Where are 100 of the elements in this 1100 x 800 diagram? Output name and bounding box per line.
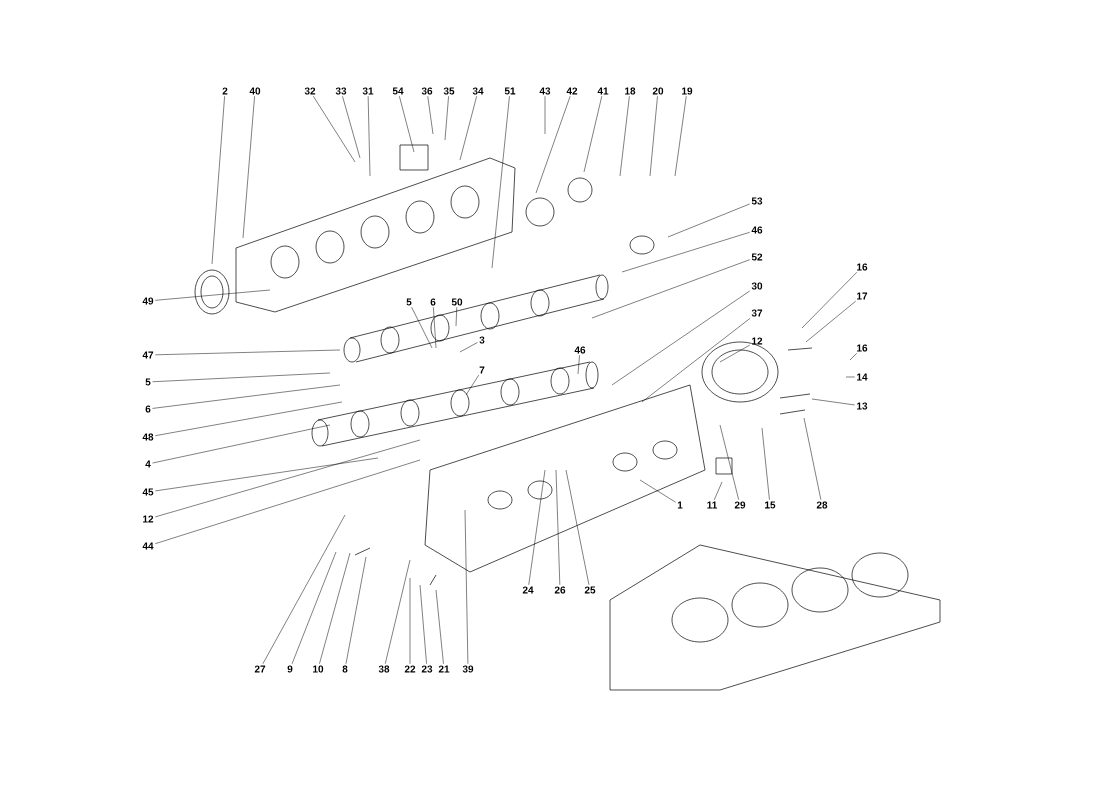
leader-line: [849, 353, 857, 361]
callout-number: 15: [765, 501, 776, 509]
callout-number: 2: [222, 87, 228, 95]
leader-line: [719, 424, 739, 500]
callout-number: 19: [682, 87, 693, 95]
leader-line: [313, 96, 356, 163]
callout-number: 4: [145, 460, 151, 468]
callout-number: 6: [430, 298, 436, 306]
callout-number: 11: [707, 501, 717, 509]
leader-line: [621, 232, 750, 273]
callout-number: 7: [479, 366, 485, 374]
leader-line: [465, 374, 479, 396]
leader-line: [319, 552, 351, 664]
leader-line: [674, 96, 687, 177]
leader-line: [399, 95, 415, 153]
leader-line: [649, 96, 658, 177]
leader-line: [619, 96, 630, 177]
leader-line: [409, 577, 411, 665]
callout-number: 16: [857, 344, 868, 352]
callout-number: 22: [404, 665, 416, 673]
leader-line: [455, 307, 458, 327]
callout-number: 6: [145, 405, 151, 413]
callout-number: 47: [142, 351, 154, 359]
callout-number: 14: [857, 373, 868, 381]
leader-line: [155, 289, 271, 301]
callout-number: 5: [145, 378, 151, 386]
leader-line: [152, 424, 331, 464]
callout-number: 50: [451, 298, 463, 306]
callout-number: 45: [142, 488, 154, 496]
leader-line: [801, 272, 858, 329]
callout-number: 27: [254, 665, 266, 673]
leader-line: [427, 96, 434, 135]
callout-number: 20: [652, 87, 664, 95]
leader-line: [491, 95, 510, 269]
leader-line: [291, 551, 337, 664]
callout-number: 52: [751, 253, 763, 261]
leader-line: [242, 96, 255, 239]
leader-line: [262, 514, 346, 665]
callout-number: 46: [751, 226, 763, 234]
callout-number: 34: [472, 87, 484, 95]
leader-line: [555, 469, 561, 585]
leader-line: [433, 307, 437, 349]
callout-number: 48: [142, 433, 154, 441]
leader-line: [565, 469, 590, 585]
leader-line: [444, 96, 449, 141]
callout-number: 28: [816, 501, 828, 509]
leader-line: [152, 372, 331, 382]
callout-number: 29: [734, 501, 746, 509]
callout-number: 23: [421, 665, 433, 673]
leader-line: [719, 344, 750, 363]
callout-number: 38: [378, 665, 390, 673]
leader-line: [155, 457, 379, 492]
callout-number: 35: [443, 87, 455, 95]
callout-number: 44: [142, 542, 154, 550]
leader-line: [419, 584, 427, 664]
callout-number: 8: [342, 665, 348, 673]
leader-line: [803, 417, 822, 500]
leader-line: [459, 96, 477, 161]
leader-line: [667, 203, 750, 238]
callout-number: 54: [392, 87, 404, 95]
leader-line: [155, 439, 421, 518]
callout-number: 31: [362, 87, 374, 95]
callout-number: 53: [751, 197, 763, 205]
callout-number: 30: [751, 282, 763, 290]
leader-line: [544, 96, 546, 135]
callout-number: 40: [249, 87, 261, 95]
callout-number: 43: [539, 87, 551, 95]
leader-line: [342, 96, 361, 159]
leader-line: [528, 469, 546, 586]
callout-number: 32: [304, 87, 316, 95]
leader-line: [411, 306, 433, 349]
leader-line: [641, 318, 751, 403]
callout-number: 13: [857, 402, 868, 410]
callout-number: 3: [479, 336, 485, 344]
callout-number: 26: [554, 586, 566, 594]
callout-number: 46: [574, 346, 586, 354]
leader-line: [714, 481, 723, 501]
callout-number: 17: [857, 292, 868, 300]
callout-number: 1: [677, 501, 683, 509]
callout-number: 33: [335, 87, 347, 95]
leader-line: [155, 459, 421, 544]
leader-line: [639, 479, 676, 503]
callout-number: 5: [406, 298, 412, 306]
callout-number: 42: [566, 87, 578, 95]
callout-number: 12: [143, 515, 154, 523]
callout-number: 24: [522, 586, 534, 594]
leader-line: [155, 349, 341, 356]
callout-number: 10: [313, 665, 324, 673]
leader-line: [611, 290, 750, 386]
callout-number: 39: [462, 665, 474, 673]
leader-line: [152, 384, 341, 409]
callout-number: 9: [287, 665, 293, 673]
leader-line: [811, 398, 855, 406]
leader-line: [464, 509, 469, 664]
callout-number: 37: [751, 309, 763, 317]
callout-number: 25: [584, 586, 596, 594]
leader-line: [367, 96, 371, 177]
callout-number: 51: [504, 87, 516, 95]
leader-line: [761, 427, 770, 501]
callout-number: 18: [625, 87, 636, 95]
